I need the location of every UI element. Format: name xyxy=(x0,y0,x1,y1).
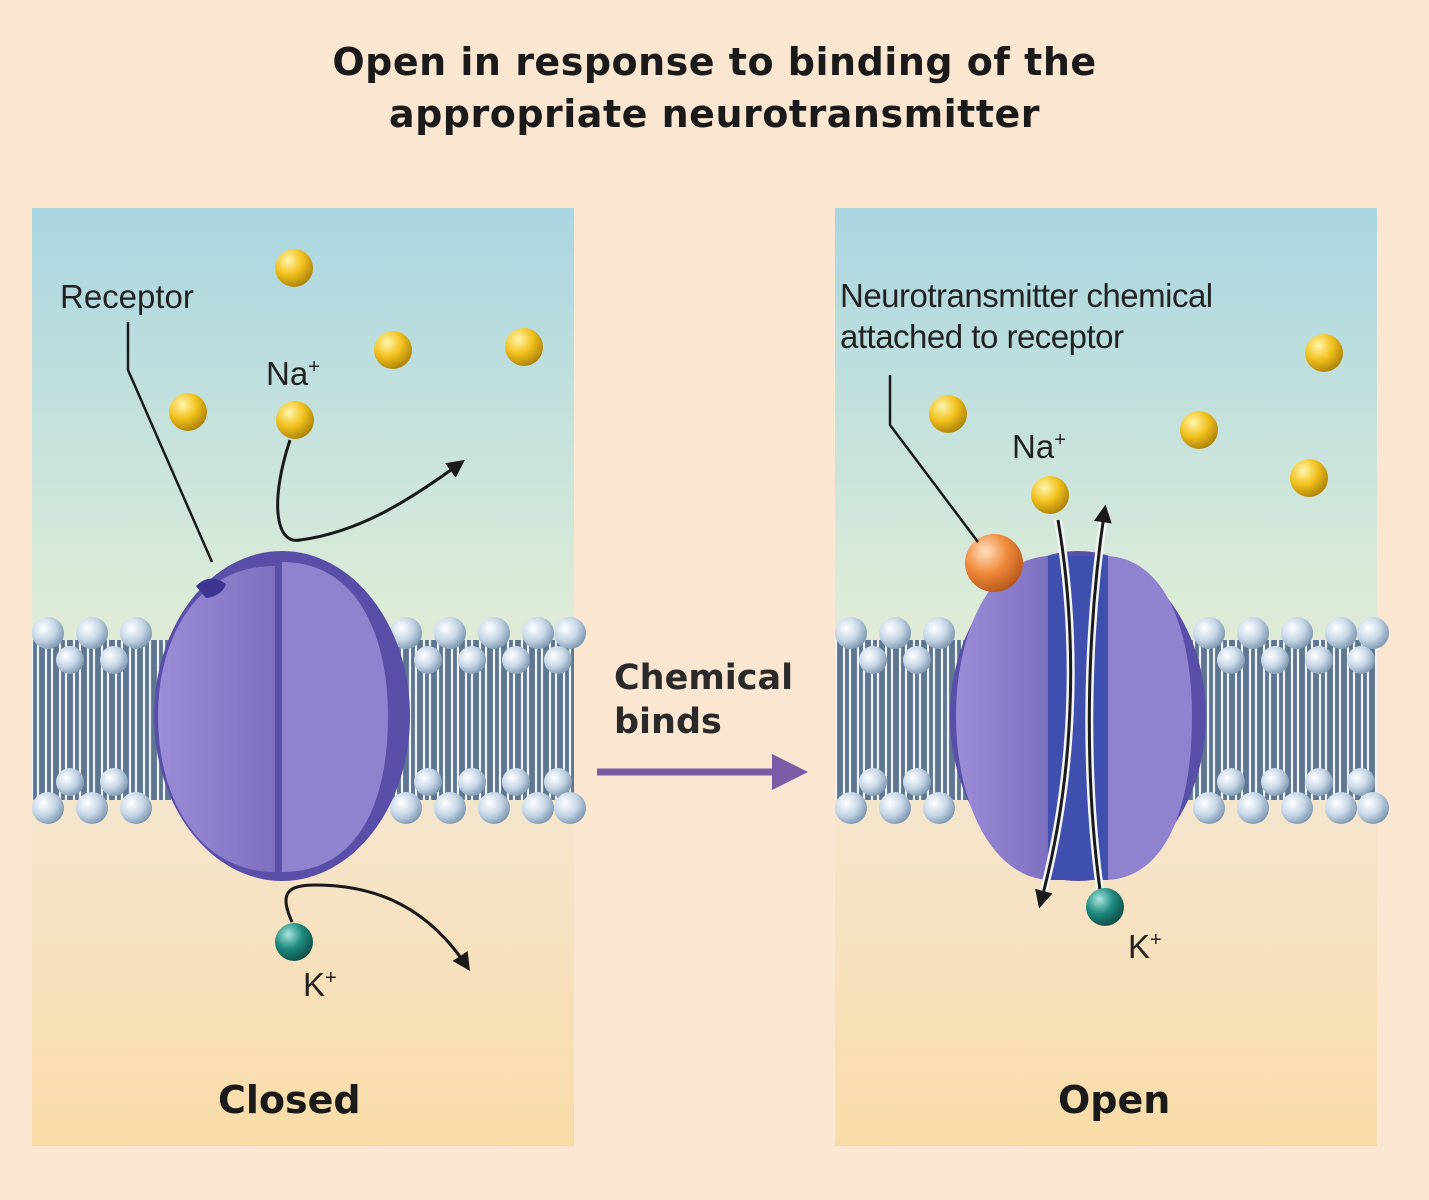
neurotransmitter-pointer xyxy=(888,375,979,543)
open-sodium-label: Na+ xyxy=(1012,428,1066,465)
open-state-label: Open xyxy=(1058,1078,1171,1122)
closed-panel xyxy=(32,208,586,1146)
sodium-ion xyxy=(276,401,314,439)
sodium-ion xyxy=(1180,411,1218,449)
transition-arrow xyxy=(597,754,808,790)
open-potassium-label: K+ xyxy=(1128,928,1162,965)
closed-sodium-label: Na+ xyxy=(266,355,320,392)
transition-label-line-1: Chemical xyxy=(614,658,794,698)
sodium-ion xyxy=(1305,334,1343,372)
sodium-ion xyxy=(505,328,543,366)
potassium-ion xyxy=(1086,888,1124,926)
closed-sodium-arrow xyxy=(276,439,465,542)
sodium-ion xyxy=(1290,459,1328,497)
diagram-title-line-1: Open in response to binding of the xyxy=(332,40,1097,84)
closed-potassium-label: K+ xyxy=(303,966,337,1003)
transition-label-line-2: binds xyxy=(614,702,722,742)
sodium-ion xyxy=(169,393,207,431)
open-channel-protein xyxy=(950,551,1206,881)
closed-membrane-top-heads xyxy=(32,617,586,674)
receptor-pointer xyxy=(126,322,214,563)
closed-sodium-ions xyxy=(169,249,543,439)
closed-potassium-arrow xyxy=(284,883,470,972)
neurotransmitter-molecule xyxy=(965,534,1023,592)
neurotransmitter-label-line-1: Neurotransmitter chemical xyxy=(840,277,1213,314)
open-membrane-top-heads xyxy=(835,617,1389,674)
potassium-ion xyxy=(275,923,313,961)
sodium-ion xyxy=(374,331,412,369)
sodium-ion xyxy=(1031,476,1069,514)
diagram-title-line-2: appropriate neurotransmitter xyxy=(388,92,1041,136)
sodium-ion xyxy=(275,249,313,287)
open-membrane-bottom-heads xyxy=(835,768,1389,824)
neurotransmitter-label-line-2: attached to receptor xyxy=(840,318,1124,355)
closed-membrane-bottom-heads xyxy=(32,768,586,824)
open-panel xyxy=(835,208,1389,1146)
closed-channel-protein xyxy=(154,551,410,881)
sodium-ion xyxy=(929,395,967,433)
receptor-label: Receptor xyxy=(60,278,194,315)
closed-state-label: Closed xyxy=(218,1078,361,1122)
receptor-site xyxy=(196,578,226,598)
open-sodium-ions xyxy=(929,334,1343,514)
